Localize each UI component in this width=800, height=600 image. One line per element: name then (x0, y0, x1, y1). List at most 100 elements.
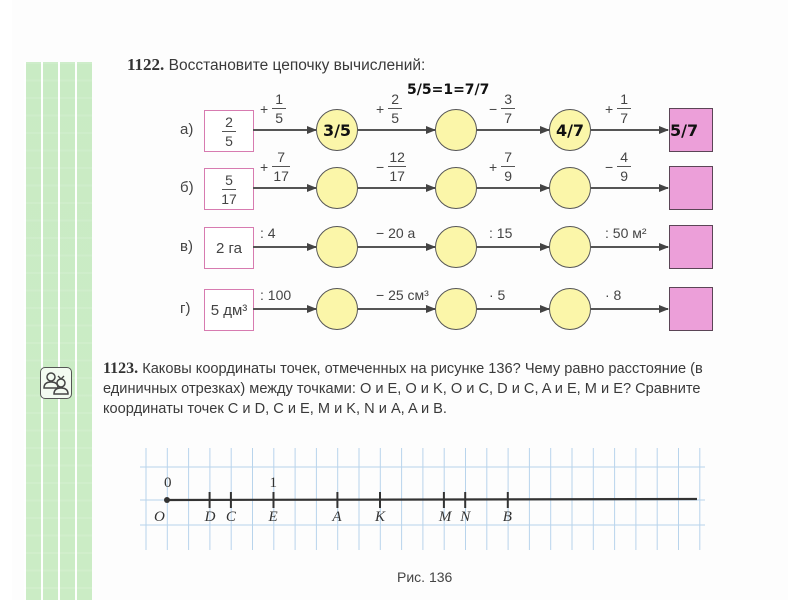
denominator: 17 (389, 168, 405, 184)
operation-sign: − (376, 158, 385, 175)
denominator: 7 (620, 110, 629, 126)
arrow-line (591, 184, 669, 192)
fraction-bar (221, 188, 236, 190)
arrow-line (253, 184, 317, 192)
row-label: а) (180, 121, 194, 138)
task-number: 1123. (103, 360, 139, 377)
result-box[interactable] (669, 166, 713, 210)
denominator: 5 (391, 110, 400, 126)
numerator: 2 (225, 113, 233, 130)
denominator: 5 (275, 110, 284, 126)
operation-label: : 15 (489, 225, 513, 241)
result-box[interactable]: 5/7 (669, 108, 713, 152)
arrow-line (477, 184, 550, 192)
intermediate-result-circle[interactable] (549, 226, 591, 268)
arrow-line (591, 243, 669, 251)
denominator: 5 (225, 132, 233, 149)
fraction-bar (222, 130, 236, 132)
operation-label: : 100 (260, 287, 292, 303)
point-label-B: B (503, 509, 512, 525)
operation-sign: − (489, 100, 498, 117)
operation-sign: + (260, 158, 269, 175)
operation-sign: + (605, 100, 614, 117)
fraction-bar (272, 166, 291, 167)
fraction-bar (617, 108, 632, 109)
numerator: 2 (391, 91, 400, 107)
start-value-box: 2 га (204, 227, 254, 269)
intermediate-result-circle[interactable]: 3/5 (316, 109, 358, 151)
result-box[interactable] (669, 225, 713, 269)
handwritten-note: 5/5=1=7/7 (407, 82, 490, 98)
row-label: б) (180, 179, 194, 196)
unit-label: 1 (270, 475, 278, 491)
denominator: 17 (221, 190, 237, 207)
fraction-bar (388, 108, 403, 109)
numerator: 7 (504, 149, 513, 165)
task-title: Восстановите цепочку вычислений: (168, 57, 426, 74)
denominator: 9 (504, 168, 513, 184)
row-label: в) (180, 238, 193, 255)
operation-sign: + (376, 100, 385, 117)
point-label-A: A (331, 509, 342, 525)
task-text: Каковы координаты точек, отмеченных на р… (103, 361, 703, 417)
intermediate-result-circle[interactable] (435, 226, 477, 268)
operation-label: − 20 а (376, 225, 416, 241)
intermediate-result-circle[interactable] (316, 226, 358, 268)
operation-sign: − (605, 158, 614, 175)
intermediate-result-circle[interactable] (435, 288, 477, 330)
denominator: 9 (620, 168, 629, 184)
arrow-line (358, 184, 436, 192)
intermediate-result-circle[interactable] (549, 288, 591, 330)
intermediate-result-circle[interactable] (435, 109, 477, 151)
row-label: г) (180, 300, 191, 317)
point-label-C: C (226, 509, 237, 525)
pair-work-icon (40, 367, 72, 399)
operation-sign: + (489, 158, 498, 175)
arrow-line (591, 126, 669, 134)
handwritten-answer: 3/5 (322, 120, 352, 140)
intermediate-result-circle[interactable] (435, 167, 477, 209)
point-label-K: K (374, 509, 386, 525)
numerator: 5 (225, 171, 233, 188)
fraction-bar (388, 166, 407, 167)
arrow-line (253, 126, 317, 134)
point-label-N: N (459, 509, 471, 525)
intermediate-result-circle[interactable]: 4/7 (549, 109, 591, 151)
fraction-bar (617, 166, 632, 167)
operation-label: · 8 (605, 287, 622, 303)
task-number: 1122. (127, 55, 165, 74)
point-label-E: E (268, 509, 278, 525)
arrow-line (358, 305, 436, 313)
result-box[interactable] (669, 287, 713, 331)
figure-caption: Рис. 136 (397, 569, 453, 585)
point-label-D: D (204, 509, 216, 525)
numerator: 1 (275, 91, 284, 107)
origin-point (164, 497, 170, 503)
operation-label: − 25 см³ (376, 287, 429, 303)
intermediate-result-circle[interactable] (549, 167, 591, 209)
denominator: 7 (504, 110, 513, 126)
arrow-line (477, 243, 550, 251)
arrow-line (358, 243, 436, 251)
operation-label: · 5 (489, 287, 506, 303)
intermediate-result-circle[interactable] (316, 167, 358, 209)
intermediate-result-circle[interactable] (316, 288, 358, 330)
